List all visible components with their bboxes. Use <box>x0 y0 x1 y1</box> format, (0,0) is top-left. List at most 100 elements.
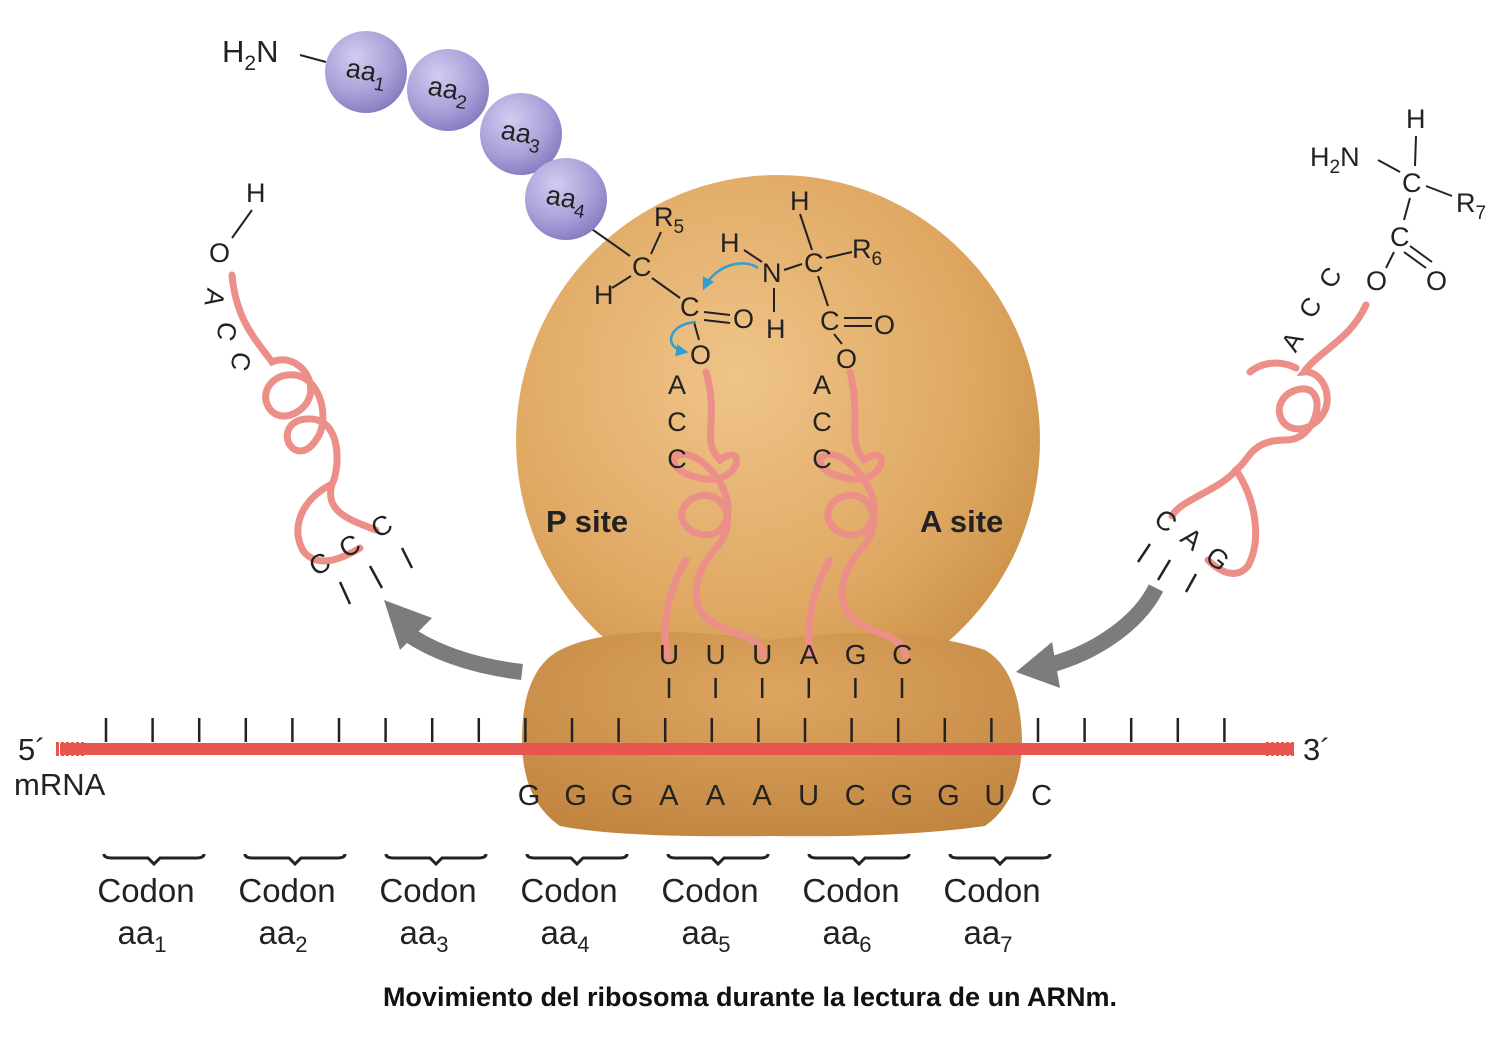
incoming-trna <box>1168 301 1370 577</box>
mrna-label: mRNA <box>14 767 106 802</box>
codon-brace <box>666 853 770 867</box>
codon-brace <box>102 853 206 867</box>
acceptor-base: C <box>667 444 687 474</box>
svg-text:O: O <box>690 340 711 370</box>
svg-text:O: O <box>1426 266 1447 296</box>
acceptor-base: C <box>812 407 832 437</box>
svg-text:R7: R7 <box>1456 188 1486 224</box>
anticodon-base: A <box>800 639 819 670</box>
svg-text:H: H <box>246 178 266 208</box>
mrna-base: U <box>985 780 1006 812</box>
codon-brace <box>807 853 911 867</box>
acceptor-base: C <box>224 350 257 374</box>
mrna-base: C <box>1031 780 1052 812</box>
exiting-trna-hydroxyl: H O <box>209 178 266 268</box>
mrna-strand <box>56 718 1294 756</box>
codon-label: Codon aa1 <box>97 872 194 957</box>
codon-label: Codon aa2 <box>238 872 335 957</box>
mrna-base: C <box>845 780 866 812</box>
anticodon-base: G <box>845 639 867 670</box>
svg-text:C: C <box>820 306 840 336</box>
codon-anticodon-pairing <box>667 678 904 698</box>
acceptor-base: C <box>1313 262 1348 293</box>
acceptor-base: C <box>210 320 243 344</box>
mrna-base: G <box>891 780 914 812</box>
svg-text:O: O <box>209 238 230 268</box>
anticodon-base: C <box>892 639 912 670</box>
svg-text:R6: R6 <box>852 234 882 270</box>
codon-word: Codon <box>661 872 758 909</box>
acceptor-base: C <box>667 407 687 437</box>
svg-text:C: C <box>680 292 700 322</box>
codon-amino-acid: aa6 <box>823 914 872 957</box>
mrna-base: G <box>564 780 587 812</box>
codon-amino-acid: aa2 <box>259 914 308 957</box>
codon-label: Codon aa6 <box>802 872 899 957</box>
codon-brace <box>243 853 347 867</box>
exiting-trna-acceptor: ACC <box>198 286 257 373</box>
codon-word: Codon <box>97 872 194 909</box>
svg-text:C: C <box>1402 168 1422 198</box>
exiting-trna <box>228 271 380 565</box>
codon-word: Codon <box>520 872 617 909</box>
n-terminus-label: H2N <box>222 34 278 75</box>
three-prime-label: 3´ <box>1303 732 1331 767</box>
codon-amino-acid: aa1 <box>118 914 167 957</box>
codon-label: Codon aa5 <box>661 872 758 957</box>
svg-text:C: C <box>632 252 652 282</box>
anticodon-base: C <box>366 508 397 544</box>
codon-word: Codon <box>802 872 899 909</box>
acceptor-base: A <box>198 286 231 309</box>
codon-word: Codon <box>238 872 335 909</box>
mrna-base: G <box>611 780 634 812</box>
exit-arrow <box>384 600 523 680</box>
p-site-label: P site <box>546 504 628 539</box>
codon-brace <box>525 853 629 867</box>
amino-acid-bead: aa4 <box>525 158 607 240</box>
svg-text:C: C <box>1390 222 1410 252</box>
amino-acid-bead: aa3 <box>480 93 562 175</box>
svg-text:H: H <box>720 228 740 258</box>
anticodon-base: U <box>705 639 725 670</box>
incoming-aminoacyl-group: H H2N C R7 C O O <box>1310 104 1486 296</box>
codon-amino-acid: aa7 <box>964 914 1013 957</box>
incoming-trna-anticodon: CAG <box>1136 503 1235 593</box>
svg-text:N: N <box>762 258 782 288</box>
svg-text:H: H <box>1406 104 1426 134</box>
acceptor-base: A <box>1275 326 1310 357</box>
acceptor-base: A <box>813 370 831 400</box>
anticodon-base: C <box>304 546 335 582</box>
svg-text:O: O <box>1366 266 1387 296</box>
acceptor-base: C <box>1293 292 1328 323</box>
codon-amino-acid: aa3 <box>400 914 449 957</box>
five-prime-label: 5´ <box>18 732 46 767</box>
svg-text:aa2: aa2 <box>425 71 471 114</box>
svg-text:O: O <box>733 304 754 334</box>
mrna-base: G <box>518 780 541 812</box>
svg-text:H: H <box>594 280 614 310</box>
codon-word: Codon <box>379 872 476 909</box>
entry-arrow <box>1016 584 1164 688</box>
svg-text:aa1: aa1 <box>343 53 389 96</box>
anticodon-base: U <box>752 639 772 670</box>
codon-label: Codon aa7 <box>943 872 1040 957</box>
large-ribosomal-subunit <box>516 175 1040 705</box>
mrna-base: A <box>752 780 772 812</box>
codon-word: Codon <box>943 872 1040 909</box>
svg-text:R5: R5 <box>654 202 684 238</box>
figure-caption: Movimiento del ribosoma durante la lectu… <box>382 982 1118 1012</box>
svg-text:O: O <box>874 310 895 340</box>
svg-text:C: C <box>804 248 824 278</box>
anticodon-base: A <box>1175 522 1208 557</box>
codon-label: Codon aa3 <box>379 872 476 957</box>
mrna-base: G <box>937 780 960 812</box>
p-site-acceptor-stem: ACC <box>667 370 687 474</box>
amino-acid-bead: aa2 <box>407 49 489 131</box>
svg-text:aa4: aa4 <box>543 180 590 224</box>
svg-text:H: H <box>766 314 786 344</box>
codon-amino-acid: aa5 <box>682 914 731 957</box>
acceptor-base: C <box>812 444 832 474</box>
